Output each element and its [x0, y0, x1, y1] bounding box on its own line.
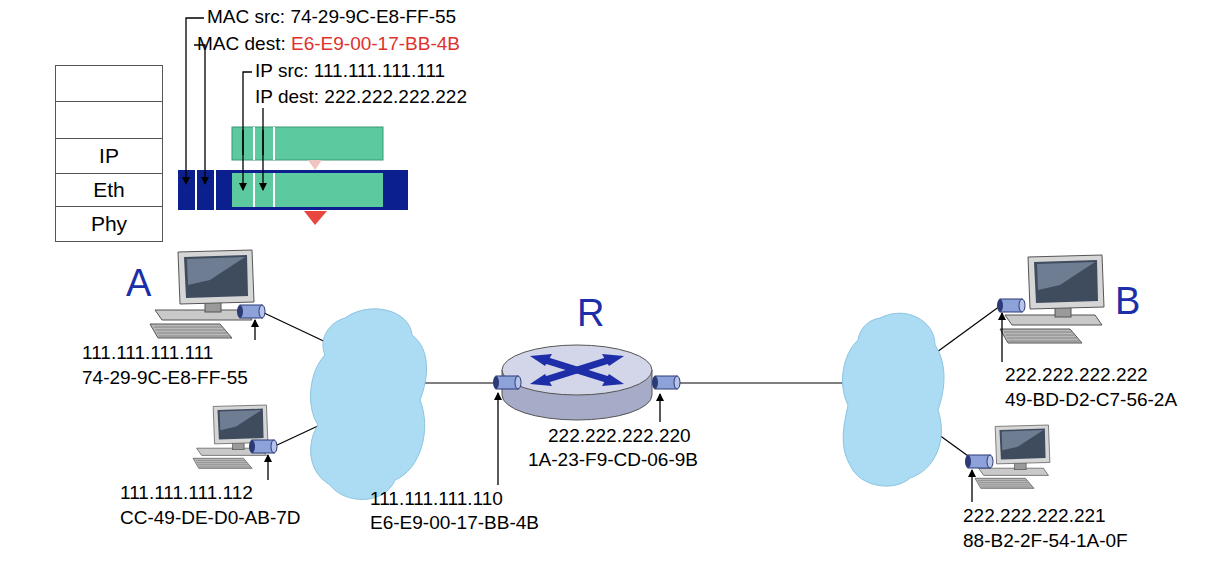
drawing-part — [978, 480, 1027, 481]
frame-graphic — [178, 127, 408, 225]
drawing-part — [156, 330, 225, 331]
mac-address: 1A-23-F9-CD-06-9B — [528, 449, 698, 471]
header-label: IP dest: 222.222.222.222 — [255, 86, 467, 108]
mac-address: 49-BD-D2-C7-56-2A — [1005, 389, 1177, 411]
drawing-part — [197, 462, 247, 463]
interface-card — [493, 376, 521, 389]
drawing-part — [979, 482, 1029, 483]
drawing-part — [237, 305, 243, 318]
drawing-part — [1037, 262, 1095, 290]
drawing-part — [493, 376, 499, 389]
drawing-part — [154, 327, 222, 328]
drawing-part — [1007, 338, 1077, 339]
drawing-part — [184, 255, 248, 298]
drawing-part — [987, 455, 993, 468]
drawing-part — [271, 440, 277, 453]
header-label: MAC dest: — [197, 33, 286, 55]
drawing-part — [196, 460, 245, 461]
interface-card — [965, 455, 993, 468]
drawing-part — [1019, 299, 1025, 312]
ip-address: 222.222.222.220 — [548, 425, 691, 447]
drawing-part — [217, 409, 263, 440]
drawing-part — [178, 250, 254, 304]
leader-lines — [255, 313, 1002, 502]
drawing-part — [220, 410, 262, 430]
drawing-part — [1002, 430, 1044, 450]
router-name: R — [577, 292, 604, 336]
drawing-part — [187, 257, 245, 285]
drawing-part — [1004, 332, 1072, 333]
stack-layer: Eth — [56, 173, 162, 206]
computer-icon — [150, 250, 254, 338]
mac-address: 88-B2-2F-54-1A-0F — [963, 530, 1128, 552]
interface-card — [997, 299, 1025, 312]
layer-name: Phy — [91, 212, 127, 236]
stack-layer — [56, 66, 162, 101]
drawing-part — [1034, 260, 1098, 303]
router-symbol — [502, 345, 652, 420]
stack-layer: Phy — [56, 206, 162, 241]
drawing-part — [979, 468, 1049, 475]
drawing-part — [995, 425, 1050, 464]
ip-address: 222.222.222.222 — [1005, 364, 1148, 386]
drawing-part — [999, 429, 1045, 460]
drawing-part — [157, 333, 227, 334]
drawing-part — [1009, 341, 1080, 342]
drawing-part — [259, 305, 265, 318]
layer-name: IP — [99, 144, 119, 168]
drawing-part — [981, 486, 1032, 487]
host-name: B — [1115, 280, 1140, 324]
drawing-part — [249, 440, 255, 453]
drawing-part — [997, 299, 1003, 312]
drawing-part — [1000, 329, 1082, 343]
drawing-part — [198, 464, 248, 465]
interface-card — [237, 305, 265, 318]
mac-address: E6-E9-00-17-BB-4B — [370, 512, 539, 534]
drawing-part — [1005, 315, 1102, 325]
stack-layer — [56, 101, 162, 138]
network-cloud — [311, 309, 427, 500]
computer-icon — [1000, 255, 1104, 343]
drawing-part — [975, 478, 1034, 488]
drawing-part — [674, 376, 680, 389]
drawing-part — [1006, 335, 1075, 336]
interface-card — [249, 440, 277, 453]
drawing-part — [199, 466, 250, 467]
header-label: MAC src: 74-29-9C-E8-FF-55 — [207, 6, 456, 28]
mac-address: E6-E9-00-17-BB-4B — [291, 33, 460, 55]
ip-address: 111.111.111.112 — [120, 482, 253, 504]
ip-address: 111.111.111.110 — [370, 488, 503, 510]
stack-layer: IP — [56, 138, 162, 173]
network-cloud — [843, 313, 944, 486]
drawing-part — [193, 458, 252, 468]
computer-icon — [193, 405, 268, 468]
drawing-part — [980, 484, 1030, 485]
host-name: A — [126, 262, 151, 306]
protocol-stack: IP EthPhy — [55, 65, 163, 242]
header-label: IP src: 111.111.111.111 — [255, 60, 445, 82]
drawing-part — [159, 336, 230, 337]
ip-address: 111.111.111.111 — [82, 342, 213, 364]
mac-address: 74-29-9C-E8-FF-55 — [82, 367, 248, 389]
ip-address: 222.222.222.221 — [963, 505, 1106, 527]
drawing-part — [213, 405, 268, 444]
drawing-part — [652, 376, 658, 389]
drawing-part — [150, 324, 232, 338]
mac-address: CC-49-DE-D0-AB-7D — [120, 507, 301, 529]
drawing-part — [1028, 255, 1104, 309]
drawing-part — [515, 376, 521, 389]
layer-name: Eth — [93, 178, 125, 202]
interface-card — [652, 376, 680, 389]
drawing-part — [965, 455, 971, 468]
